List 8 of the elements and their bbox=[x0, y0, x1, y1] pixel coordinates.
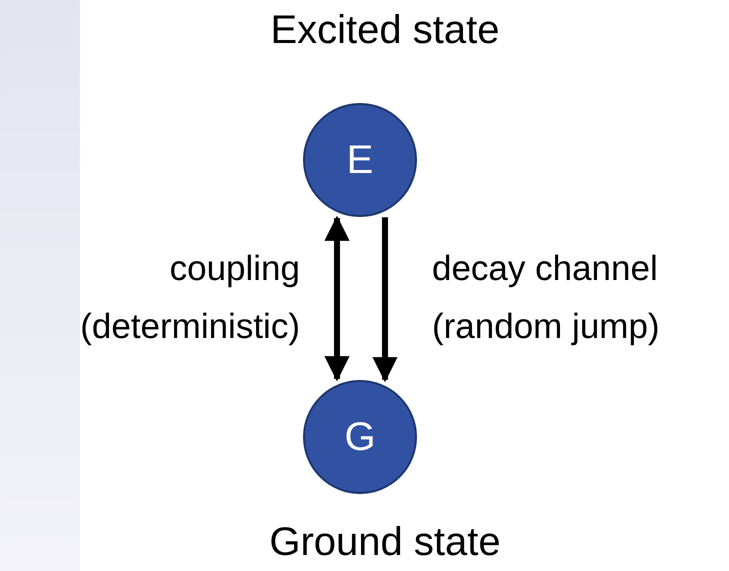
edge-label: coupling (deterministic) bbox=[79, 248, 300, 348]
state-circle: E bbox=[303, 103, 417, 217]
state-circle: G bbox=[303, 380, 417, 494]
arrow bbox=[372, 217, 398, 382]
arrow bbox=[324, 216, 350, 382]
state-caption: Ground state bbox=[269, 520, 501, 565]
edge-label: decay channel (random jump) bbox=[432, 248, 661, 348]
state-caption: Excited state bbox=[270, 8, 500, 53]
